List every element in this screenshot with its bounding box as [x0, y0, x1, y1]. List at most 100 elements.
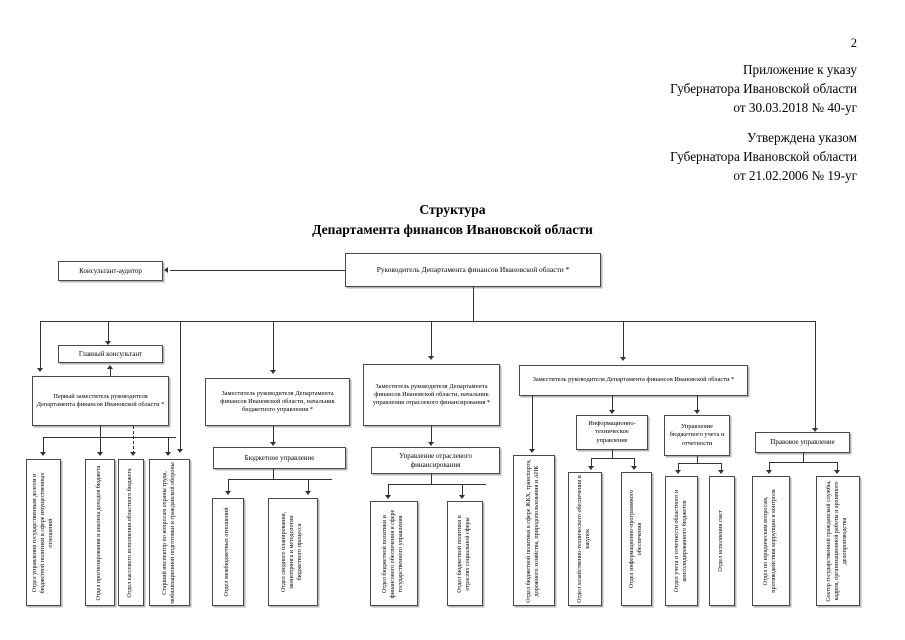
unit-box: Отдел информационно-программного обеспеч… [621, 472, 652, 606]
arrow-deputy-3-to-sectoral-department [428, 442, 434, 446]
arrow-deputy-4-to-it-department [609, 410, 615, 414]
node-chief-consultant-label: Главный консультант [78, 349, 143, 358]
connector-main-bus [40, 321, 815, 322]
node-chief-consultant: Главный консультант [58, 345, 163, 363]
node-head-of-department-label: Руководитель Департамента финансов Ивано… [376, 265, 570, 275]
connector-deputy-1-subbus [43, 437, 176, 438]
connector-deputy-4-to-it-department [612, 396, 613, 412]
approval-ref-2-line-3: от 21.02.2006 № 19-уг [733, 168, 857, 184]
unit-label: Отдел бюджетной политики и финансового о… [382, 509, 404, 598]
approval-ref-1-line-3: от 30.03.2018 № 40-уг [733, 100, 857, 116]
unit-box: Отдел бюджетной политики в сфере ЖКХ, тр… [513, 455, 555, 606]
arrow-subbus-to-unit-1 [40, 452, 46, 456]
arrow-accounting-subbus-to-unit-12 [675, 470, 681, 474]
unit-label: Отдел сводного планирования, мониторинга… [281, 511, 303, 593]
arrow-it-subbus-to-unit-10 [588, 466, 594, 470]
connector-head-down [473, 287, 474, 321]
connector-bus-to-deputy-3 [431, 321, 432, 358]
connector-bus-to-legal-department [815, 321, 816, 430]
arrow-budget-subbus-to-unit-5 [225, 491, 231, 495]
node-sectoral-financing-department: Управление отраслевого финансирования [371, 447, 500, 474]
unit-box: Отдел исполнения смет [709, 476, 735, 606]
node-deputy-3-label: Заместитель руководителя Департамента фи… [372, 382, 491, 407]
arrow-subbus-to-unit-3 [130, 452, 136, 456]
connector-budget-department-subbus [228, 479, 332, 480]
approval-ref-1-line-1: Приложение к указу [743, 62, 857, 77]
unit-label: Отдел учета и отчетности областного и ко… [673, 489, 688, 593]
node-it-department-label: Информационно-техническое управление [588, 420, 636, 444]
unit-box: Сектор государственной гражданской служб… [816, 476, 860, 606]
unit-label: Сектор государственной гражданской служб… [826, 480, 848, 602]
arrow-deputy-2-to-budget-department [270, 442, 276, 446]
node-accounting-department-label: Управление бюджетного учета и отчетности [669, 423, 725, 447]
unit-box: Отдел кассового исполнения областного бю… [118, 459, 144, 606]
arrow-bus-to-legal-department [812, 428, 818, 432]
unit-label: Отдел хозяйственно-технического обеспече… [577, 475, 591, 603]
approval-reference-second: Утверждена указом Губернатора Ивановской… [670, 128, 857, 185]
node-budget-department-label: Бюджетное управление [244, 453, 315, 462]
connector-bus-to-deputy-4 [623, 321, 624, 359]
node-accounting-department: Управление бюджетного учета и отчетности [664, 415, 730, 456]
unit-label: Отдел по юридическим вопросам, противоде… [763, 489, 777, 593]
arrow-accounting-subbus-to-unit-13 [718, 470, 724, 474]
connector-subbus-to-unit-4 [168, 437, 169, 454]
unit-label: Отдел межбюджетных отношений [224, 507, 231, 597]
page-title: Структура Департамента финансов Ивановск… [0, 200, 905, 241]
connector-it-department-subbus-stem [612, 450, 613, 458]
node-deputy-4: Заместитель руководителя Департамента фи… [519, 365, 748, 396]
arrow-sectoral-subbus-to-unit-7 [385, 495, 391, 499]
connector-budget-subbus-to-unit-6 [308, 479, 309, 493]
node-deputy-1-label: Первый заместитель руководителя Департам… [36, 392, 165, 408]
unit-label: Отдел управления государственным долгом … [31, 472, 54, 593]
arrow-it-subbus-to-unit-11 [631, 466, 637, 470]
unit-box: Отдел сводного планирования, мониторинга… [268, 498, 318, 606]
arrow-subbus-to-unit-4 [165, 452, 171, 456]
unit-box: Отдел бюджетной политики в отраслях соци… [447, 501, 483, 606]
unit-box: Отдел межбюджетных отношений [212, 498, 244, 606]
connector-deputy-2-to-budget-department [273, 426, 274, 444]
node-deputy-2-label: Заместитель руководителя Департамента фи… [220, 389, 335, 414]
unit-label: Старший инспектор по вопросам охраны тру… [161, 461, 176, 604]
arrow-right-branch-to-unit-4 [177, 449, 183, 453]
node-budget-department: Бюджетное управление [213, 447, 346, 469]
approval-reference-first: Приложение к указу Губернатора Ивановско… [670, 60, 857, 117]
unit-label: Отдел информационно-программного обеспеч… [628, 489, 643, 589]
approval-ref-1-line-2: Губернатора Ивановской области [670, 81, 857, 97]
unit-label: Отдел бюджетной политики в отраслях соци… [457, 514, 471, 593]
connector-bus-to-chief-consultant [108, 321, 109, 343]
arrow-deputy-4-to-accounting-department [694, 410, 700, 414]
connector-legal-department-subbus [769, 462, 837, 463]
connector-accounting-subbus-to-unit-12 [678, 463, 679, 472]
node-consultant-auditor: Консультант-аудитор [58, 261, 163, 281]
arrow-bus-to-deputy-2 [270, 370, 276, 374]
connector-deputy-1-subbus-stem [100, 426, 101, 437]
connector-deputy-3-to-sectoral-department [431, 426, 432, 444]
arrow-bus-to-deputy-4 [620, 357, 626, 361]
connector-accounting-department-subbus-stem [697, 456, 698, 463]
unit-label: Отдел кассового исполнения областного бю… [127, 467, 134, 598]
arrow-bus-to-chief-consultant [105, 341, 111, 345]
unit-box: Отдел управления государственным долгом … [26, 459, 61, 606]
connector-sectoral-subbus-to-unit-7 [388, 484, 389, 497]
connector-it-subbus-to-unit-11 [634, 458, 635, 468]
unit-label: Отдел бюджетной политики в сфере ЖКХ, тр… [526, 458, 540, 603]
arrow-deputy-4-to-housing-unit [529, 449, 535, 453]
connector-accounting-subbus-to-unit-13 [721, 463, 722, 472]
connector-deputy-1-to-chief-consultant [110, 369, 111, 378]
arrow-deputy-1-to-chief-consultant [107, 365, 113, 369]
arrow-bus-to-deputy-1 [37, 368, 43, 372]
connector-subbus-to-unit-1 [43, 437, 44, 454]
title-line-2: Департамента финансов Ивановской области [312, 222, 593, 238]
node-head-of-department: Руководитель Департамента финансов Ивано… [345, 253, 601, 287]
node-deputy-2: Заместитель руководителя Департамента фи… [205, 378, 350, 426]
connector-subbus-to-unit-3 [133, 426, 134, 454]
title-line-1: Структура [419, 202, 486, 217]
node-consultant-auditor-label: Консультант-аудитор [79, 266, 142, 275]
approval-ref-2-line-1: Утверждена указом [746, 130, 857, 145]
unit-box: Отдел прогнозирования и анализа доходов … [85, 459, 115, 606]
connector-subbus-to-unit-2 [100, 437, 101, 454]
arrow-bus-to-deputy-3 [428, 356, 434, 360]
connector-deputy-4-to-accounting-department [697, 396, 698, 412]
node-legal-department: Правовое управление [755, 432, 850, 453]
